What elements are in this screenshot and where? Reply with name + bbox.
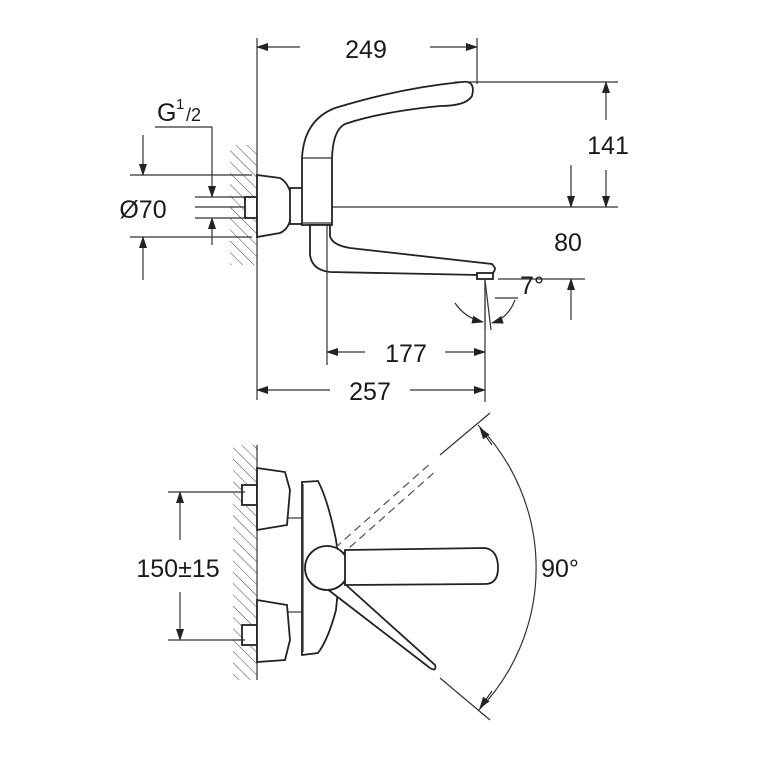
dim-80: 80	[554, 229, 582, 257]
svg-text:1: 1	[176, 96, 184, 113]
svg-text:G: G	[157, 99, 176, 127]
dim-177: 177	[385, 340, 427, 368]
dim-249: 249	[345, 36, 387, 64]
dim-7-degrees: 7°	[520, 272, 544, 300]
faucet-side-outline	[244, 80, 496, 280]
lever-down	[320, 573, 437, 671]
dim-257: 257	[349, 378, 391, 406]
top-view: 90° 150±15	[136, 412, 579, 721]
lever-rotated-dashed	[334, 461, 438, 557]
lever-straight	[344, 547, 499, 586]
dim-diameter-70: Ø70	[119, 196, 166, 224]
dim-141: 141	[587, 132, 629, 160]
svg-text:/2: /2	[186, 105, 201, 125]
dim-150-pm-15: 150±15	[136, 555, 219, 583]
side-view: 249 141 80 Ø70 G 1 /2	[119, 36, 628, 406]
lever-hub	[304, 545, 350, 591]
dim-thread-g-half: G 1 /2	[157, 96, 201, 127]
dim-90-degrees: 90°	[541, 555, 579, 583]
